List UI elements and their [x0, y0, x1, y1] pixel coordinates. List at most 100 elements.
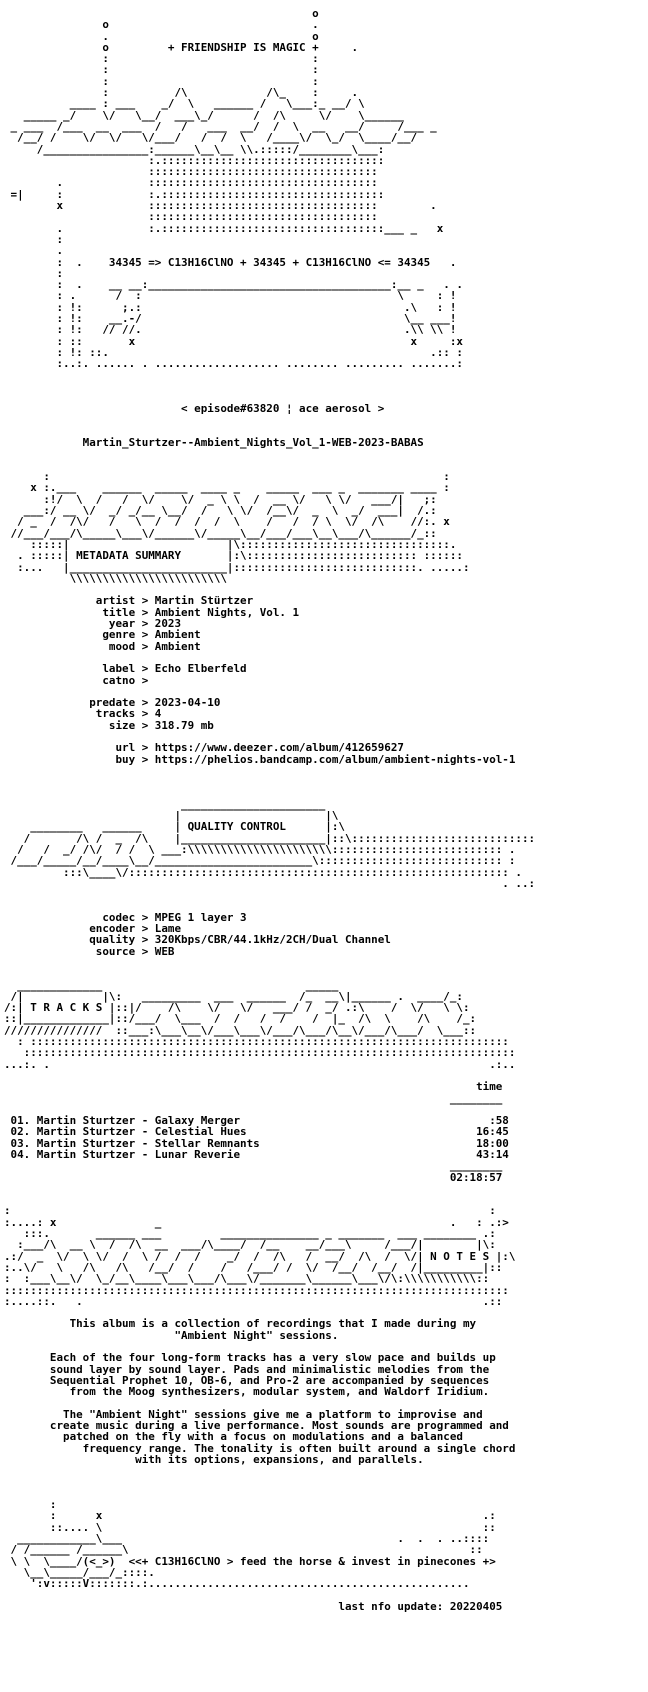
nfo-art-line: ::.... \ :: [4, 1520, 496, 1534]
nfo-art-line: ______________________ [4, 797, 326, 811]
nfo-art-line: ::|_____________|::/___/ \___ / / / / / … [4, 1012, 477, 1026]
nfo-art-line: : /\ /\_ : . [4, 86, 359, 100]
nfo-art-line: . :::::| METADATA SUMMARY |:\:::::::::::… [4, 549, 463, 563]
nfo-art-line: /| |\: _________ ___ ______ /_ __\|_____… [4, 989, 463, 1003]
nfo-art-line: :....::. . .:: [4, 1294, 503, 1308]
nfo-art-line: =| : :.:::::::::::::::::::::::::::::::::… [4, 187, 385, 201]
nfo-blank-line [4, 968, 644, 979]
nfo-art-line: ::::::::::::::::::::::::::::::::::: [4, 165, 378, 179]
nfo-text-line: 02:18:57 [4, 1170, 503, 1184]
nfo-text-line: 04. Martin Sturtzer - Lunar Reverie 43:1… [4, 1147, 509, 1161]
nfo-art-line: : !: ;.: .\ : ! [4, 300, 457, 314]
nfo-text-line: tracks > 4 [4, 707, 162, 721]
nfo-text-line: codec > MPEG 1 layer 3 [4, 910, 247, 924]
nfo-blank-line [4, 415, 644, 426]
nfo-art-line: /__/ / \/ \/ \/___/ / / \ /____\/ \_/ \_… [4, 131, 418, 145]
nfo-art-line: \__\_____/___/_::::. [4, 1565, 155, 1579]
nfo-text-line: 03. Martin Sturtzer - Stellar Remnants 1… [4, 1136, 509, 1150]
nfo-text-line: genre > Ambient [4, 628, 201, 642]
nfo-art-line: : [4, 266, 64, 280]
nfo-text-line: size > 318.79 mb [4, 718, 214, 732]
nfo-text-line: "Ambient Night" sessions. [4, 1328, 339, 1342]
nfo-art-line: :!/ \ / / \/ \/ _ \ \ / __ \/ \ \/ ___/|… [4, 492, 437, 506]
nfo-art-line: o . [4, 18, 319, 32]
nfo-art-line: : :___\__\/ \_/__\____\___\___/\___\/___… [4, 1272, 490, 1286]
nfo-art-line: \\\\\\\\\\\\\\\\\\\\\\\\ [4, 571, 227, 585]
nfo-art-line: : : [4, 470, 450, 484]
nfo-art-line: :..\/ \ /\ /\ /__/ / / /___/ / \/ /__/ /… [4, 1260, 503, 1274]
nfo-text-line: sound layer by sound layer. Pads and min… [4, 1362, 490, 1376]
nfo-art-line: :... |________________________|:::::::::… [4, 560, 470, 574]
nfo-text-line: predate > 2023-04-10 [4, 696, 221, 710]
nfo-text-line: catno > [4, 673, 149, 687]
nfo-text-line: Martin_Sturtzer--Ambient_Nights_Vol_1-WE… [4, 436, 424, 450]
nfo-blank-line [4, 765, 644, 776]
nfo-art-line: : : [4, 1204, 496, 1218]
nfo-art-line: . ..: [4, 876, 536, 890]
nfo-text-line: title > Ambient Nights, Vol. 1 [4, 605, 300, 619]
nfo-art-line: ':v:::::V:::::::.:......................… [4, 1577, 470, 1591]
nfo-art-line: o [4, 8, 319, 20]
nfo-art-line: : : [4, 52, 319, 66]
nfo-art-line: : !: // //. .\\ \\ ! [4, 323, 457, 337]
nfo-text-line: with its options, expansions, and parall… [4, 1453, 424, 1466]
nfo-art-line: ::::::::::::::::::::::::::::::::::::::::… [4, 1283, 509, 1297]
nfo-art-line: _____________ _____ [4, 978, 339, 992]
nfo-art-line: /___/_____/__/____\__/__________________… [4, 854, 516, 868]
nfo-text-line: mood > Ambient [4, 639, 201, 653]
nfo-text-line: create music during a live performance. … [4, 1419, 509, 1433]
nfo-text-line: quality > 320Kbps/CBR/44.1kHz/2CH/Dual C… [4, 933, 391, 947]
nfo-blank-line [4, 1183, 644, 1194]
nfo-art-line: ...:. . .:.. [4, 1057, 516, 1071]
nfo-text-line: url > https://www.deezer.com/album/41265… [4, 741, 404, 755]
nfo-blank-line [4, 957, 644, 968]
nfo-text-line: last nfo update: 20220405 [4, 1599, 503, 1613]
nfo-art-line: . [4, 244, 64, 258]
nfo-text-line: frequency range. The tonality is often b… [4, 1441, 516, 1455]
nfo-blank-line [4, 370, 644, 381]
nfo-blank-line [4, 1488, 644, 1499]
nfo-text-line: ________ [4, 1091, 503, 1105]
nfo-art-line: ::::::::::::::::::::::::::::::::::::::::… [4, 1046, 516, 1060]
nfo-art-line: : [4, 1498, 57, 1512]
nfo-blank-line [4, 1477, 644, 1488]
nfo-art-line: :::::| |\:::::::::::::::::::::::::::::::… [4, 537, 457, 551]
nfo-text-line: time [4, 1080, 503, 1094]
nfo-art-line: : . __ __:______________________________… [4, 278, 463, 292]
nfo-text-line: patched on the fly with a focus on modul… [4, 1430, 463, 1444]
nfo-art-line: :....: x _ . : .:> [4, 1215, 509, 1229]
nfo-art-line: : [4, 232, 64, 246]
nfo-art-line: ___:/ __ \/ _/ _/__ \__/ / \ \/ /__\/ _ … [4, 504, 437, 518]
nfo-art-line: .:/ _ \/ \ \/ / \ / / / _/ / /\ / __/ /\… [4, 1249, 516, 1263]
nfo-art-line: : : [4, 74, 319, 88]
nfo-art-line: /:| T R A C K S |::|/ /\ \/ \/ ___/ / _/… [4, 1001, 470, 1015]
nfo-text-line: source > WEB [4, 944, 175, 958]
nfo-blank-line [4, 1465, 644, 1476]
nfo-art-line: x ::::::::::::::::::::::::::::::::::: . [4, 199, 437, 213]
nfo-art-line: / /\ / _ /\ |______________________|::\:… [4, 831, 536, 845]
nfo-art-line: / /______ /______\ :: [4, 1543, 483, 1557]
nfo-art-line: . :.::::::::::::::::::::::::::::::::::__… [4, 221, 444, 235]
nfo-art-line: / _ / /\/ / \ / / / / \ / / / \ \/ /\ //… [4, 515, 450, 529]
nfo-art-line: :___/\ __ \ / /\ __ ___/\____/ /__ __/__… [4, 1238, 496, 1252]
nfo-blank-line [4, 381, 644, 392]
nfo-blank-line [4, 449, 644, 460]
nfo-art-line: ____ : ___ _/ \ ______ / \___:_ __/ \ [4, 97, 365, 111]
nfo-text-line: encoder > Lame [4, 922, 182, 936]
nfo-art-line: : !: __.-/ \__ ___! [4, 312, 457, 326]
nfo-art-line: //___/___/\_____\___\/______\/_____\__/_… [4, 526, 437, 540]
nfo-text-line: Each of the four long-form tracks has a … [4, 1351, 496, 1365]
nfo-art-line: /________________:______\__\__ \\.:::::/… [4, 142, 385, 156]
nfo-art-line: ________ ______ | QUALITY CONTROL |:\ [4, 820, 345, 834]
nfo-text-line: \ \ \____/(<_>) <<+ C13H16ClNO > feed th… [4, 1554, 496, 1568]
nfo-art-line: . o [4, 29, 319, 43]
nfo-document: o o . . o o + FRIENDSHIP IS MAGIC + . : … [4, 8, 644, 1612]
nfo-text-line: o + FRIENDSHIP IS MAGIC + . [4, 40, 359, 54]
nfo-text-line: artist > Martin Stürtzer [4, 594, 254, 608]
nfo-text-line: label > Echo Elberfeld [4, 662, 247, 676]
nfo-art-line: : :: x x :x [4, 334, 463, 348]
nfo-art-line: . ::::::::::::::::::::::::::::::::::: [4, 176, 378, 190]
nfo-art-line: : !: ::. .:: : [4, 345, 463, 359]
nfo-blank-line [4, 776, 644, 787]
nfo-art-line: /////////////// ::___:\___\__\/___\___\/… [4, 1023, 477, 1037]
